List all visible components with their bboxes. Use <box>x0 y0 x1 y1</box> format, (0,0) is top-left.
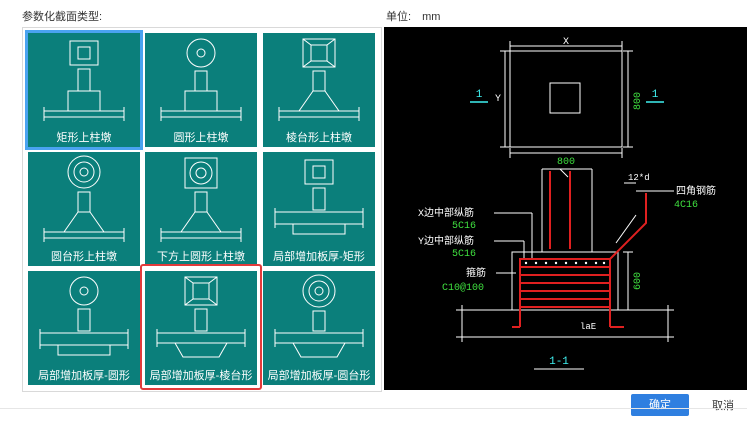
unit-indicator: 单位: mm <box>386 8 440 24</box>
section-type-label: 参数化截面类型: <box>22 11 103 23</box>
anchor-length-note: 12*d <box>628 173 650 183</box>
round-frustum-column-pier-icon <box>43 155 125 242</box>
square-round-pier-icon <box>160 157 242 242</box>
stirrup-label: 箍筋 <box>466 266 486 280</box>
x-mid-bars-label: X边中部纵筋 <box>418 206 474 220</box>
section-type-grid: 矩形上柱墩 圆形上柱墩 棱台形上柱墩 <box>22 27 382 392</box>
tile-label: 圆台形上柱墩 <box>51 251 117 263</box>
local-thickening-rect-icon <box>274 159 364 235</box>
rect-column-pier-icon <box>43 40 125 121</box>
stirrup-value: C10@100 <box>442 282 484 294</box>
round-column-pier-icon <box>160 38 242 121</box>
tile-label: 圆形上柱墩 <box>173 132 229 144</box>
section-drawing: X Y 800 800 1 1 X边中部纵筋 5C16 Y边中部纵筋 5C16 … <box>418 37 716 370</box>
plan-dim-bottom: 800 <box>557 157 575 168</box>
ok-button[interactable]: 确定 <box>631 394 689 416</box>
pier-height-dim: 600 <box>633 272 644 290</box>
corner-bars-label: 四角钢筋 <box>676 184 716 198</box>
tile-local-thickening-rect[interactable]: 局部增加板厚-矩形 <box>263 152 375 266</box>
local-thickening-frustum-icon <box>156 276 246 358</box>
plan-dim-y: Y <box>495 94 501 105</box>
tile-label: 局部增加板厚-圆形 <box>38 370 130 382</box>
footer-divider <box>0 408 747 409</box>
frustum-column-pier-icon <box>278 38 360 121</box>
plan-dim-right: 800 <box>633 92 644 110</box>
tile-label: 棱台形上柱墩 <box>286 132 352 144</box>
x-mid-bars-value: 5C16 <box>452 221 476 232</box>
y-mid-bars-label: Y边中部纵筋 <box>418 234 474 248</box>
tile-square-bottom-round-top-pier[interactable]: 下方上圆形上柱墩 <box>145 152 257 266</box>
tile-label: 局部增加板厚-矩形 <box>273 251 365 263</box>
tile-round-column-pier[interactable]: 圆形上柱墩 <box>145 33 257 147</box>
cancel-button[interactable]: 取消 <box>699 394 747 416</box>
tile-local-thickening-frustum[interactable]: 局部增加板厚-棱台形 <box>145 271 257 385</box>
section-title: 1-1 <box>549 356 569 368</box>
tile-round-frustum-column-pier[interactable]: 圆台形上柱墩 <box>28 152 140 266</box>
local-thickening-round-icon <box>39 276 129 356</box>
section-preview: X Y 800 800 1 1 X边中部纵筋 5C16 Y边中部纵筋 5C16 … <box>384 27 747 390</box>
corner-bars-value: 4C16 <box>674 200 698 211</box>
tile-frustum-column-pier[interactable]: 棱台形上柱墩 <box>263 33 375 147</box>
section-mark-left: 1 <box>476 89 483 101</box>
tile-rect-column-pier[interactable]: 矩形上柱墩 <box>25 30 143 150</box>
highlight-frame <box>140 264 262 390</box>
plan-dim-x: X <box>563 37 569 48</box>
unit-label: 单位: <box>386 11 412 23</box>
local-thickening-round-frustum-icon <box>274 274 364 358</box>
tile-local-thickening-round[interactable]: 局部增加板厚-圆形 <box>28 271 140 385</box>
unit-value: mm <box>422 11 441 23</box>
tile-label: 局部增加板厚-棱台形 <box>149 370 253 382</box>
lae-label: laE <box>580 322 596 332</box>
section-mark-right: 1 <box>652 89 659 101</box>
tile-label: 矩形上柱墩 <box>56 132 112 144</box>
tile-label: 局部增加板厚-圆台形 <box>267 370 371 382</box>
y-mid-bars-value: 5C16 <box>452 249 476 260</box>
tile-label: 下方上圆形上柱墩 <box>157 251 245 263</box>
tile-local-thickening-round-frustum[interactable]: 局部增加板厚-圆台形 <box>263 271 375 385</box>
